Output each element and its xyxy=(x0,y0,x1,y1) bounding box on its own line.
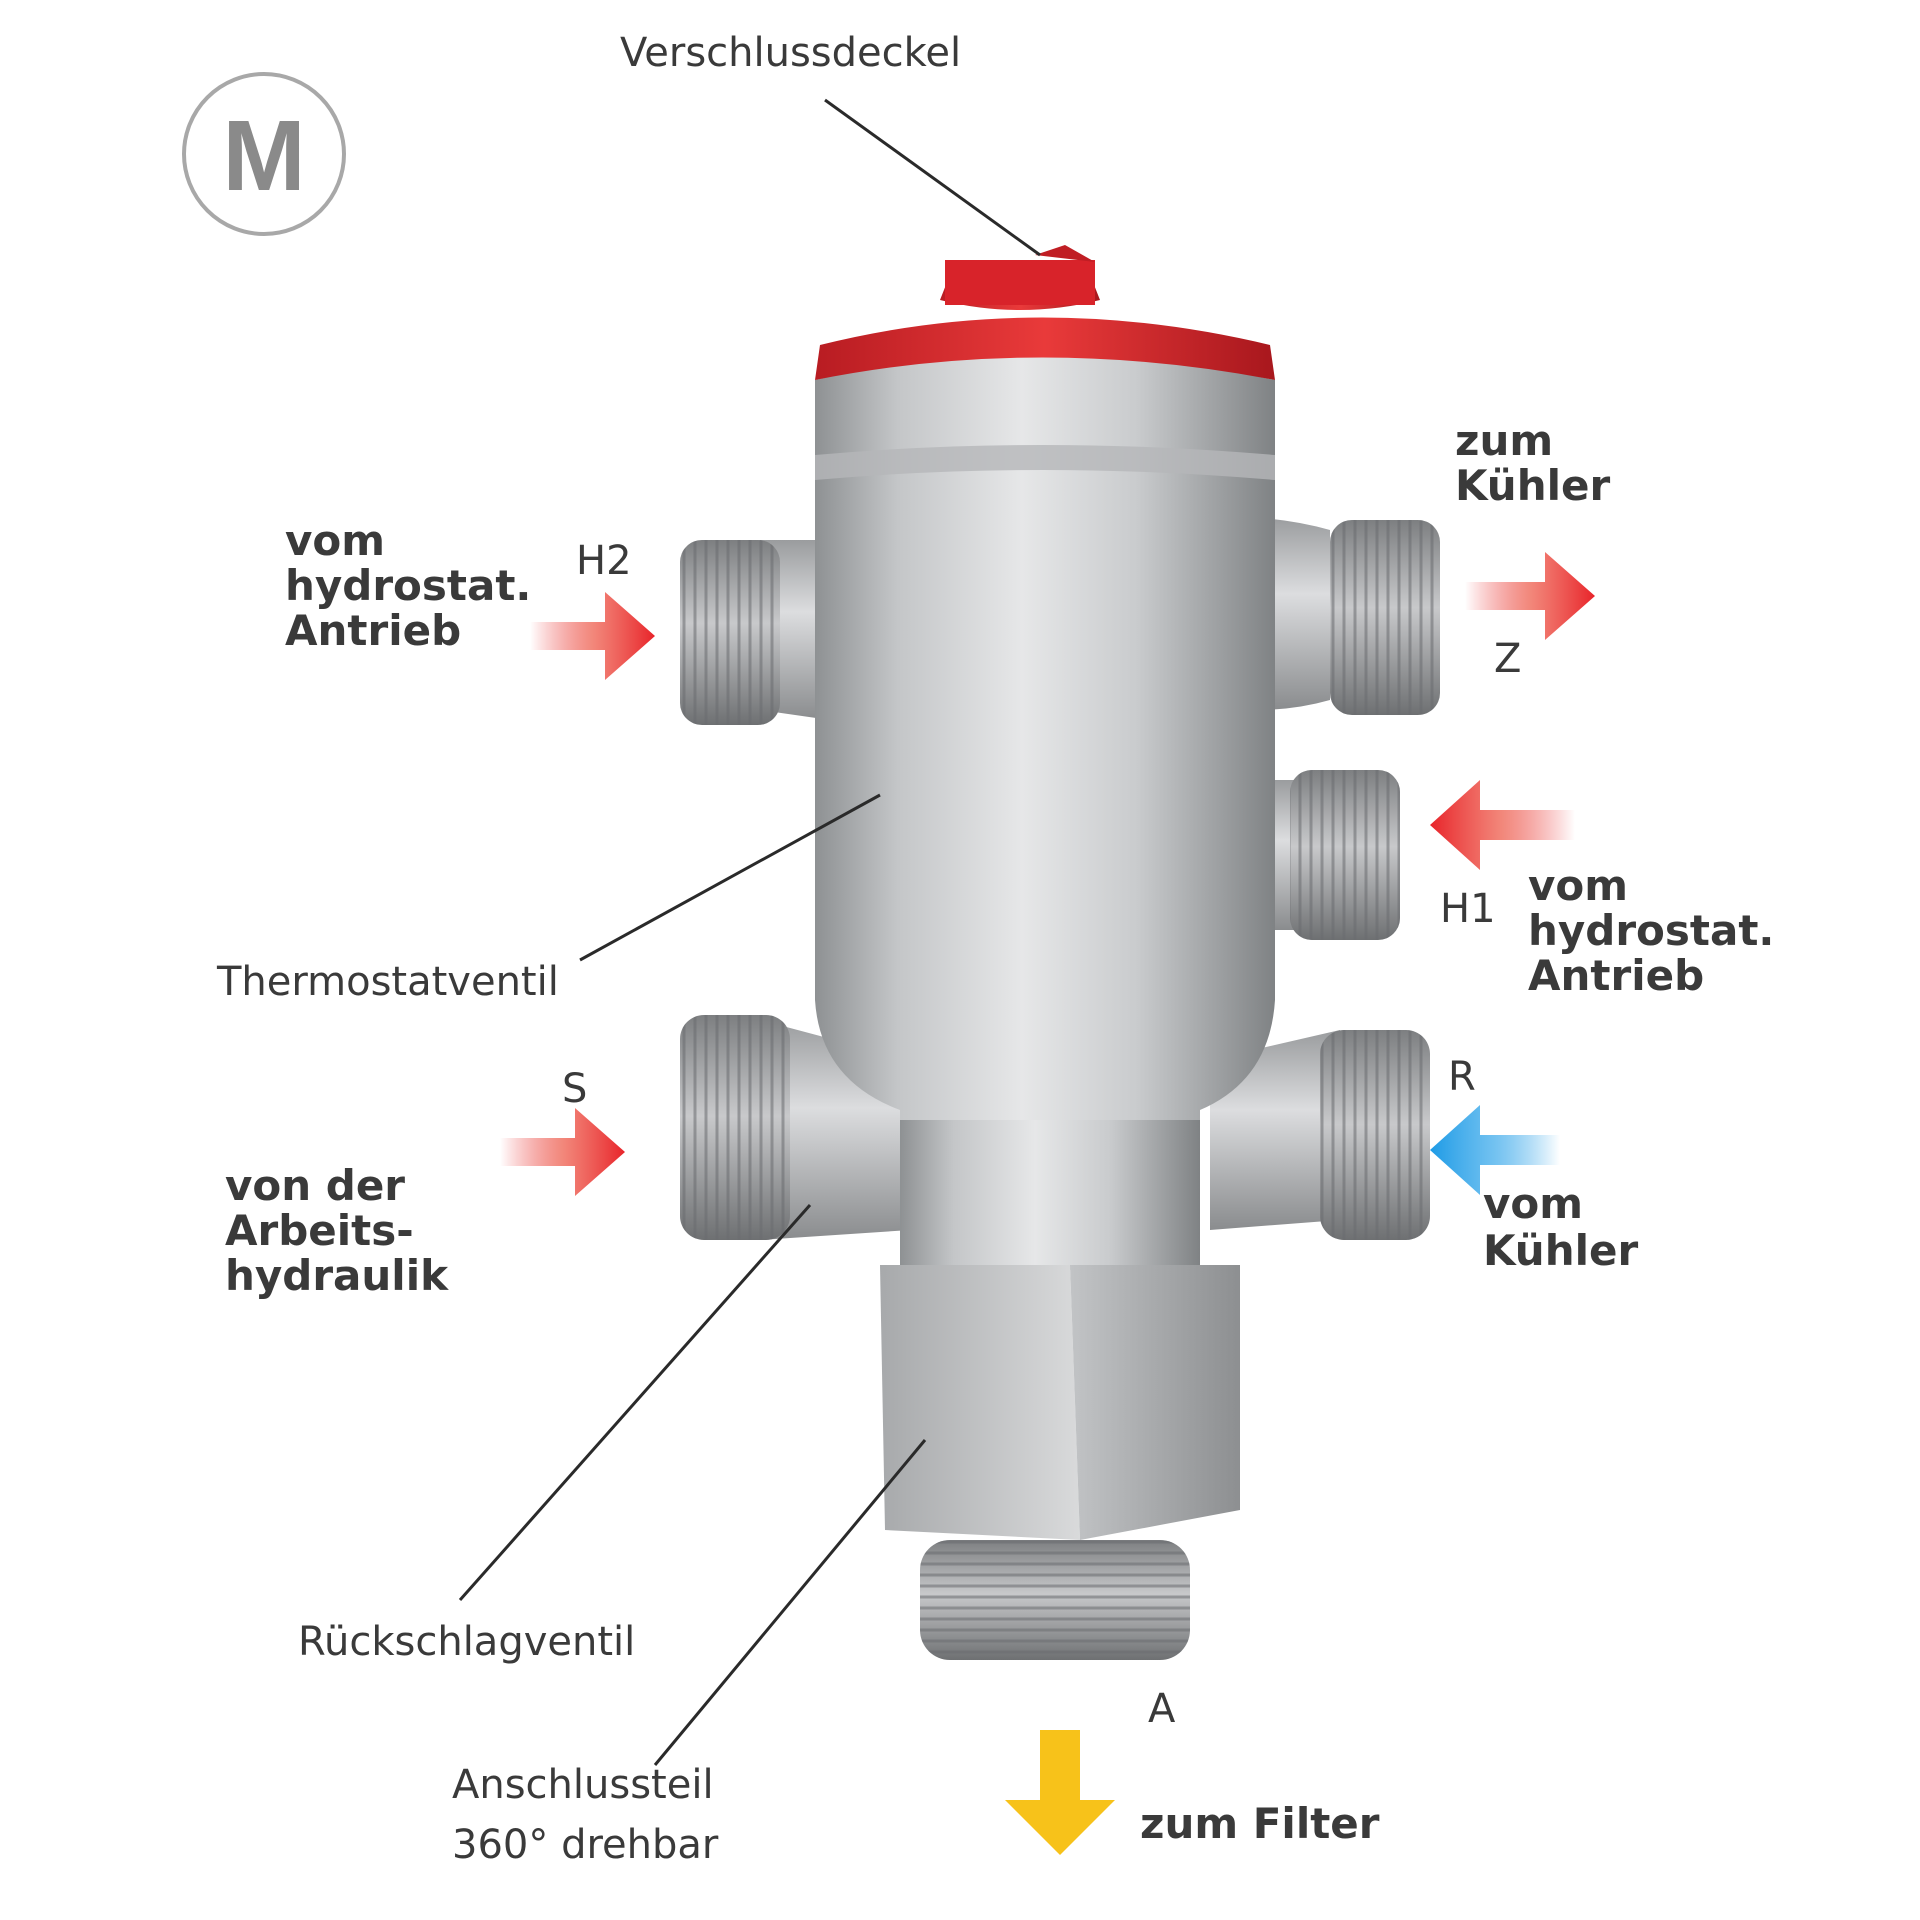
leader-thermostatventil xyxy=(579,793,881,962)
arrow-s-in xyxy=(500,1108,625,1196)
port-h2-label: H2 xyxy=(576,538,632,584)
r-desc-line1: vom xyxy=(1483,1179,1583,1228)
arrow-r-in xyxy=(1430,1105,1560,1195)
thermostat-housing xyxy=(815,355,1275,1130)
component-labels: Verschlussdeckel Thermostatventil Rücksc… xyxy=(216,30,961,1868)
leader-lines xyxy=(458,98,1041,1766)
flow-descriptions: vom hydrostat. Antrieb zum Kühler vom hy… xyxy=(225,416,1774,1848)
port-h1-label: H1 xyxy=(1440,886,1496,932)
h1-desc-line3: Antrieb xyxy=(1528,951,1704,1000)
flow-arrows xyxy=(500,552,1595,1855)
logo-letter: M xyxy=(222,100,305,212)
m-logo: M xyxy=(182,72,346,236)
port-labels: H2 Z H1 S R A xyxy=(562,538,1521,1732)
port-r-label: R xyxy=(1448,1054,1476,1100)
label-anschlussteil-line2: 360° drehbar xyxy=(452,1822,719,1868)
z-desc-line1: zum xyxy=(1455,416,1553,465)
arrow-h1-in xyxy=(1430,780,1575,870)
a-desc-line1: zum Filter xyxy=(1140,1799,1380,1848)
h2-desc-line2: hydrostat. xyxy=(285,561,531,610)
port-z-label: Z xyxy=(1494,636,1521,682)
h1-desc-line2: hydrostat. xyxy=(1528,906,1774,955)
s-desc-line1: von der xyxy=(225,1161,405,1210)
arrow-z-out xyxy=(1465,552,1595,640)
leader-rueckschlagventil xyxy=(458,1204,812,1601)
hex-connector xyxy=(880,1265,1240,1540)
s-desc-line3: hydraulik xyxy=(225,1251,449,1300)
port-h2-fitting xyxy=(680,540,830,725)
valve-body xyxy=(680,245,1440,1660)
label-anschlussteil-line1: Anschlussteil xyxy=(452,1762,714,1808)
arrow-a-out xyxy=(1005,1730,1115,1855)
h2-desc-line3: Antrieb xyxy=(285,606,461,655)
leader-verschlussdeckel xyxy=(824,98,1041,257)
r-desc-line2: Kühler xyxy=(1483,1226,1638,1275)
h1-desc-line1: vom xyxy=(1528,861,1628,910)
s-desc-line2: Arbeits- xyxy=(225,1206,414,1255)
outlet-thread xyxy=(920,1540,1190,1660)
port-s-label: S xyxy=(562,1066,587,1112)
z-desc-line2: Kühler xyxy=(1455,461,1610,510)
label-verschlussdeckel: Verschlussdeckel xyxy=(620,30,961,76)
label-thermostatventil: Thermostatventil xyxy=(216,959,559,1005)
leader-anschlussteil xyxy=(653,1439,927,1766)
label-rueckschlagventil: Rückschlagventil xyxy=(298,1619,635,1665)
port-h1-fitting xyxy=(1260,770,1400,940)
h2-desc-line1: vom xyxy=(285,516,385,565)
arrow-h2-in xyxy=(530,592,655,680)
logo-circle xyxy=(182,72,346,236)
lower-body xyxy=(900,1120,1200,1270)
port-a-label: A xyxy=(1148,1686,1176,1732)
closing-cap xyxy=(815,245,1275,380)
